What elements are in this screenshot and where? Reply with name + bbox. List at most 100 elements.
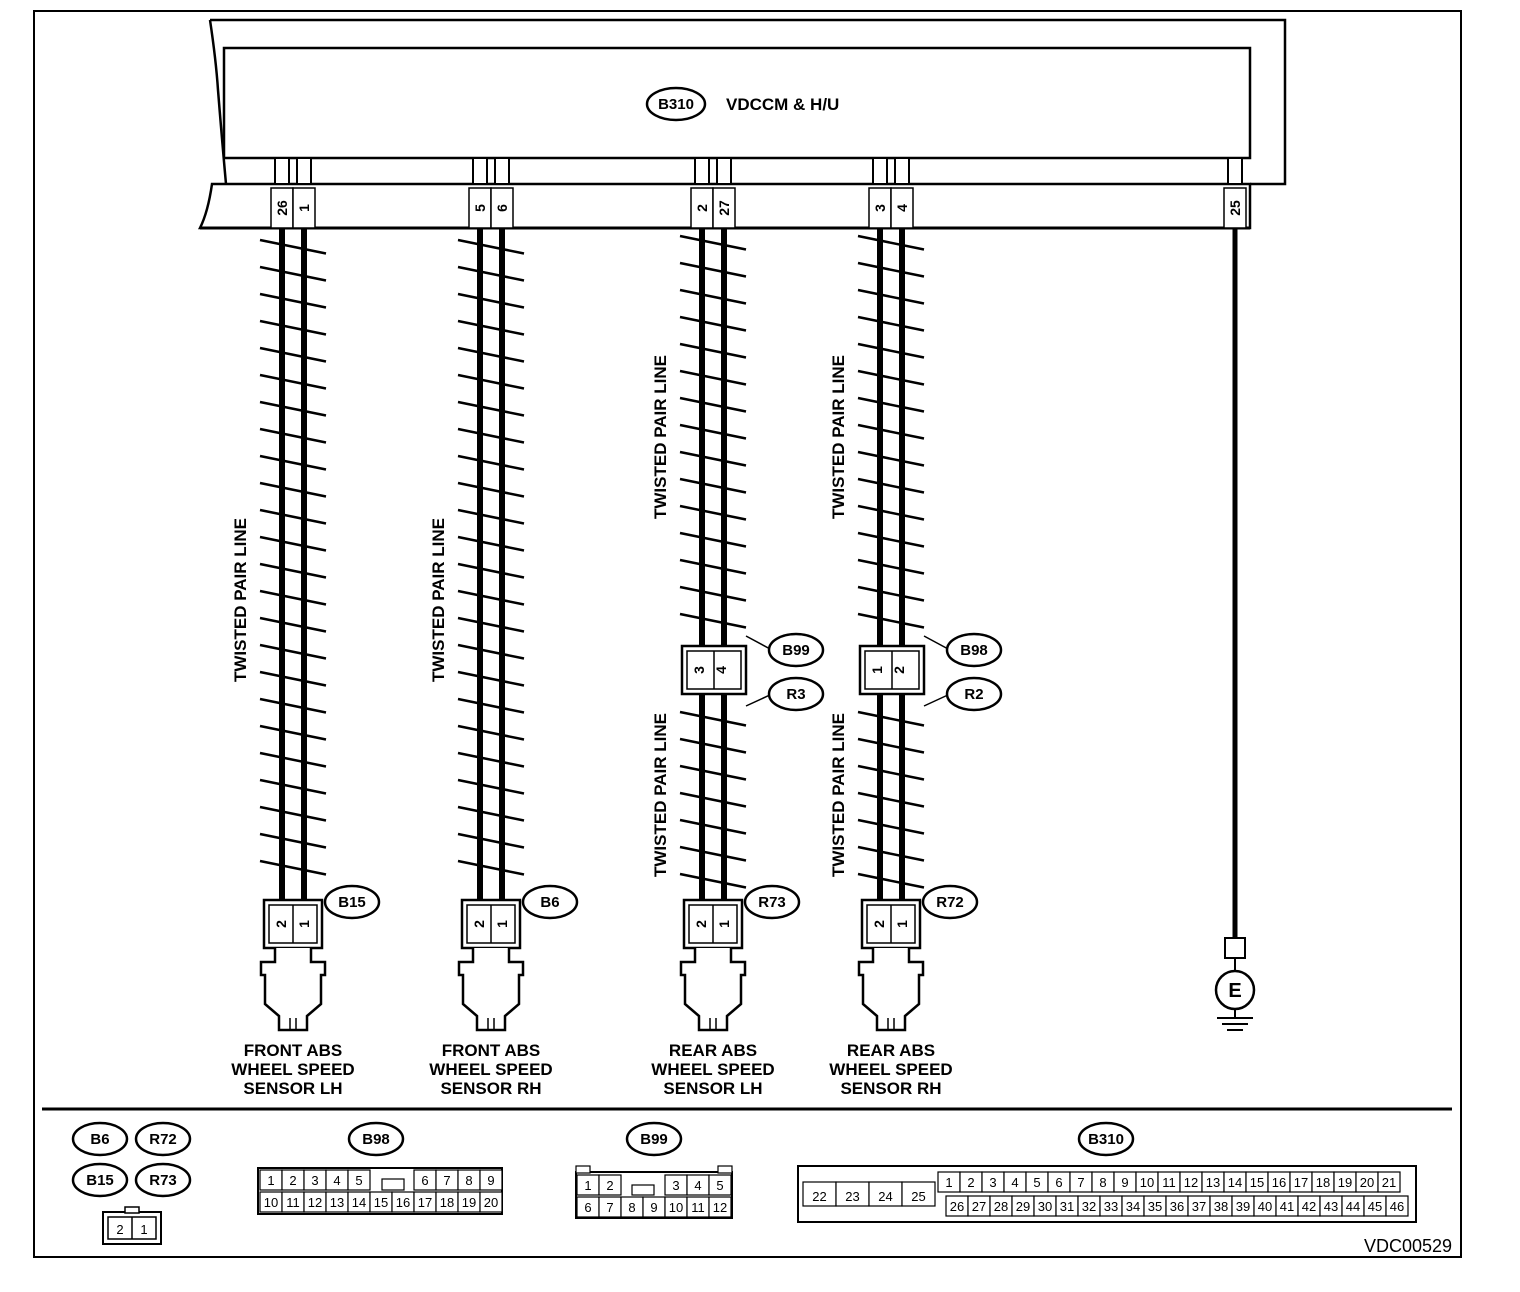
twisted-pair-label: TWISTED PAIR LINE bbox=[231, 518, 250, 682]
legend-b99-pin: 9 bbox=[650, 1200, 657, 1215]
sensor-name-line: WHEEL SPEED bbox=[231, 1060, 354, 1079]
sensor-name-line: FRONT ABS bbox=[244, 1041, 343, 1060]
module-pin-stub bbox=[872, 157, 888, 185]
sensor-connector-badge-label: B15 bbox=[338, 894, 366, 911]
legend-b98-cell bbox=[479, 1169, 503, 1191]
legend-badge-label: B15 bbox=[86, 1172, 114, 1189]
legend-b310-pin: 21 bbox=[1382, 1175, 1396, 1190]
module-b310: B310 VDCCM & H/U bbox=[197, 18, 1287, 230]
legend-b98-pin: 2 bbox=[289, 1173, 296, 1188]
sensor-body-icon bbox=[679, 948, 747, 1032]
legend-b310-pin: 8 bbox=[1099, 1175, 1106, 1190]
legend-b99-pin: 1 bbox=[584, 1178, 591, 1193]
sensor-pin: 2 bbox=[273, 920, 289, 928]
sensor-name-line: WHEEL SPEED bbox=[429, 1060, 552, 1079]
legend-b310-pin: 29 bbox=[1016, 1199, 1030, 1214]
legend-b310-pin: 40 bbox=[1258, 1199, 1272, 1214]
sensor-name-line: WHEEL SPEED bbox=[651, 1060, 774, 1079]
legend-b98-cell bbox=[479, 1191, 503, 1213]
module-pin-label: 5 bbox=[472, 204, 488, 212]
legend-b310-pin: 4 bbox=[1011, 1175, 1018, 1190]
junction-badge-upper-label: B98 bbox=[960, 642, 988, 659]
junction-pin: 1 bbox=[869, 666, 885, 674]
module-pin-stub bbox=[472, 157, 488, 185]
legend-b98-badge: B98 bbox=[347, 1121, 405, 1157]
legend-b98-pin: 1 bbox=[267, 1173, 274, 1188]
legend-b98-pin: 11 bbox=[286, 1195, 300, 1210]
legend-b310-pin: 22 bbox=[812, 1189, 826, 1204]
twist-marks bbox=[679, 234, 747, 629]
module-pin-label: 2 bbox=[694, 204, 710, 212]
sensor-body-icon bbox=[857, 948, 925, 1032]
sensor-pin: 2 bbox=[693, 920, 709, 928]
junction-badge-lower: R3 bbox=[767, 676, 825, 712]
module-connector-badge: B310 bbox=[645, 86, 707, 122]
legend-badge-label: B6 bbox=[90, 1131, 109, 1148]
junction-pin: 4 bbox=[713, 666, 729, 674]
legend-b310-pin: 6 bbox=[1055, 1175, 1062, 1190]
legend-b99-cell bbox=[598, 1174, 622, 1196]
module-pin-stub bbox=[716, 157, 732, 185]
legend-b99-pin: 11 bbox=[691, 1200, 705, 1215]
legend-b98-pin: 16 bbox=[396, 1195, 410, 1210]
sensor-name-line: SENSOR LH bbox=[663, 1079, 762, 1098]
legend-b310-pin: 11 bbox=[1162, 1175, 1176, 1190]
legend-badge: R72 bbox=[134, 1121, 192, 1157]
twisted-pair-label: TWISTED PAIR LINE bbox=[651, 355, 670, 519]
legend-b310-pin: 19 bbox=[1338, 1175, 1352, 1190]
legend-b310-pin: 3 bbox=[989, 1175, 996, 1190]
legend-b98-pin: 4 bbox=[333, 1173, 340, 1188]
sensor-pin: 1 bbox=[296, 920, 312, 928]
junction-pin: 2 bbox=[891, 666, 907, 674]
module-pin-stub bbox=[694, 157, 710, 185]
legend-pin: 2 bbox=[116, 1222, 123, 1237]
legend-b310-pin: 30 bbox=[1038, 1199, 1052, 1214]
legend-b99-pin: 5 bbox=[716, 1178, 723, 1193]
legend-b99-pin: 8 bbox=[628, 1200, 635, 1215]
module-pin-stub bbox=[296, 157, 312, 185]
sensor-connector-badge: B6 bbox=[521, 884, 579, 920]
legend-b310-pin: 27 bbox=[972, 1199, 986, 1214]
legend-b99-pin: 12 bbox=[713, 1200, 727, 1215]
legend-b98-pin: 18 bbox=[440, 1195, 454, 1210]
legend-b98-pin: 3 bbox=[311, 1173, 318, 1188]
legend-badge: R73 bbox=[134, 1162, 192, 1198]
legend-b310-cell bbox=[835, 1181, 870, 1207]
module-pin-stub bbox=[1227, 157, 1243, 185]
legend-b310-pin: 25 bbox=[911, 1189, 925, 1204]
legend-b310-badge-label: B310 bbox=[1088, 1131, 1124, 1148]
legend-b310-pin: 12 bbox=[1184, 1175, 1198, 1190]
legend-b99-pin: 3 bbox=[672, 1178, 679, 1193]
module-title: VDCCM & H/U bbox=[726, 95, 839, 114]
legend-b310-pin: 39 bbox=[1236, 1199, 1250, 1214]
legend-b98-pin: 8 bbox=[465, 1173, 472, 1188]
ground-label: E bbox=[1228, 980, 1241, 1002]
legend-b98-pin: 6 bbox=[421, 1173, 428, 1188]
legend-b310-pin: 38 bbox=[1214, 1199, 1228, 1214]
diagram-id: VDC00529 bbox=[1364, 1236, 1452, 1256]
legend-b310-pin: 16 bbox=[1272, 1175, 1286, 1190]
twisted-pair-label: TWISTED PAIR LINE bbox=[829, 713, 848, 877]
legend-b310-pin: 5 bbox=[1033, 1175, 1040, 1190]
legend-b98-pin: 12 bbox=[308, 1195, 322, 1210]
legend-b310-pin: 24 bbox=[878, 1189, 892, 1204]
module-pin-label: 1 bbox=[296, 204, 312, 212]
sensor-name-line: SENSOR RH bbox=[840, 1079, 941, 1098]
legend-b310-pin: 45 bbox=[1368, 1199, 1382, 1214]
sensor-pin: 2 bbox=[471, 920, 487, 928]
twisted-pair-label: TWISTED PAIR LINE bbox=[829, 355, 848, 519]
legend-b310-pin: 10 bbox=[1140, 1175, 1154, 1190]
diagram-frame bbox=[33, 10, 1462, 1258]
sensor-body-icon bbox=[259, 948, 327, 1032]
legend-b310-pin: 34 bbox=[1126, 1199, 1140, 1214]
junction-badge-lower-label: R2 bbox=[964, 686, 983, 703]
legend-b310-pin: 33 bbox=[1104, 1199, 1118, 1214]
sensor-connector-badge-label: R72 bbox=[936, 894, 964, 911]
legend-b98-pin: 10 bbox=[264, 1195, 278, 1210]
sensor-connector-badge: B15 bbox=[323, 884, 381, 920]
